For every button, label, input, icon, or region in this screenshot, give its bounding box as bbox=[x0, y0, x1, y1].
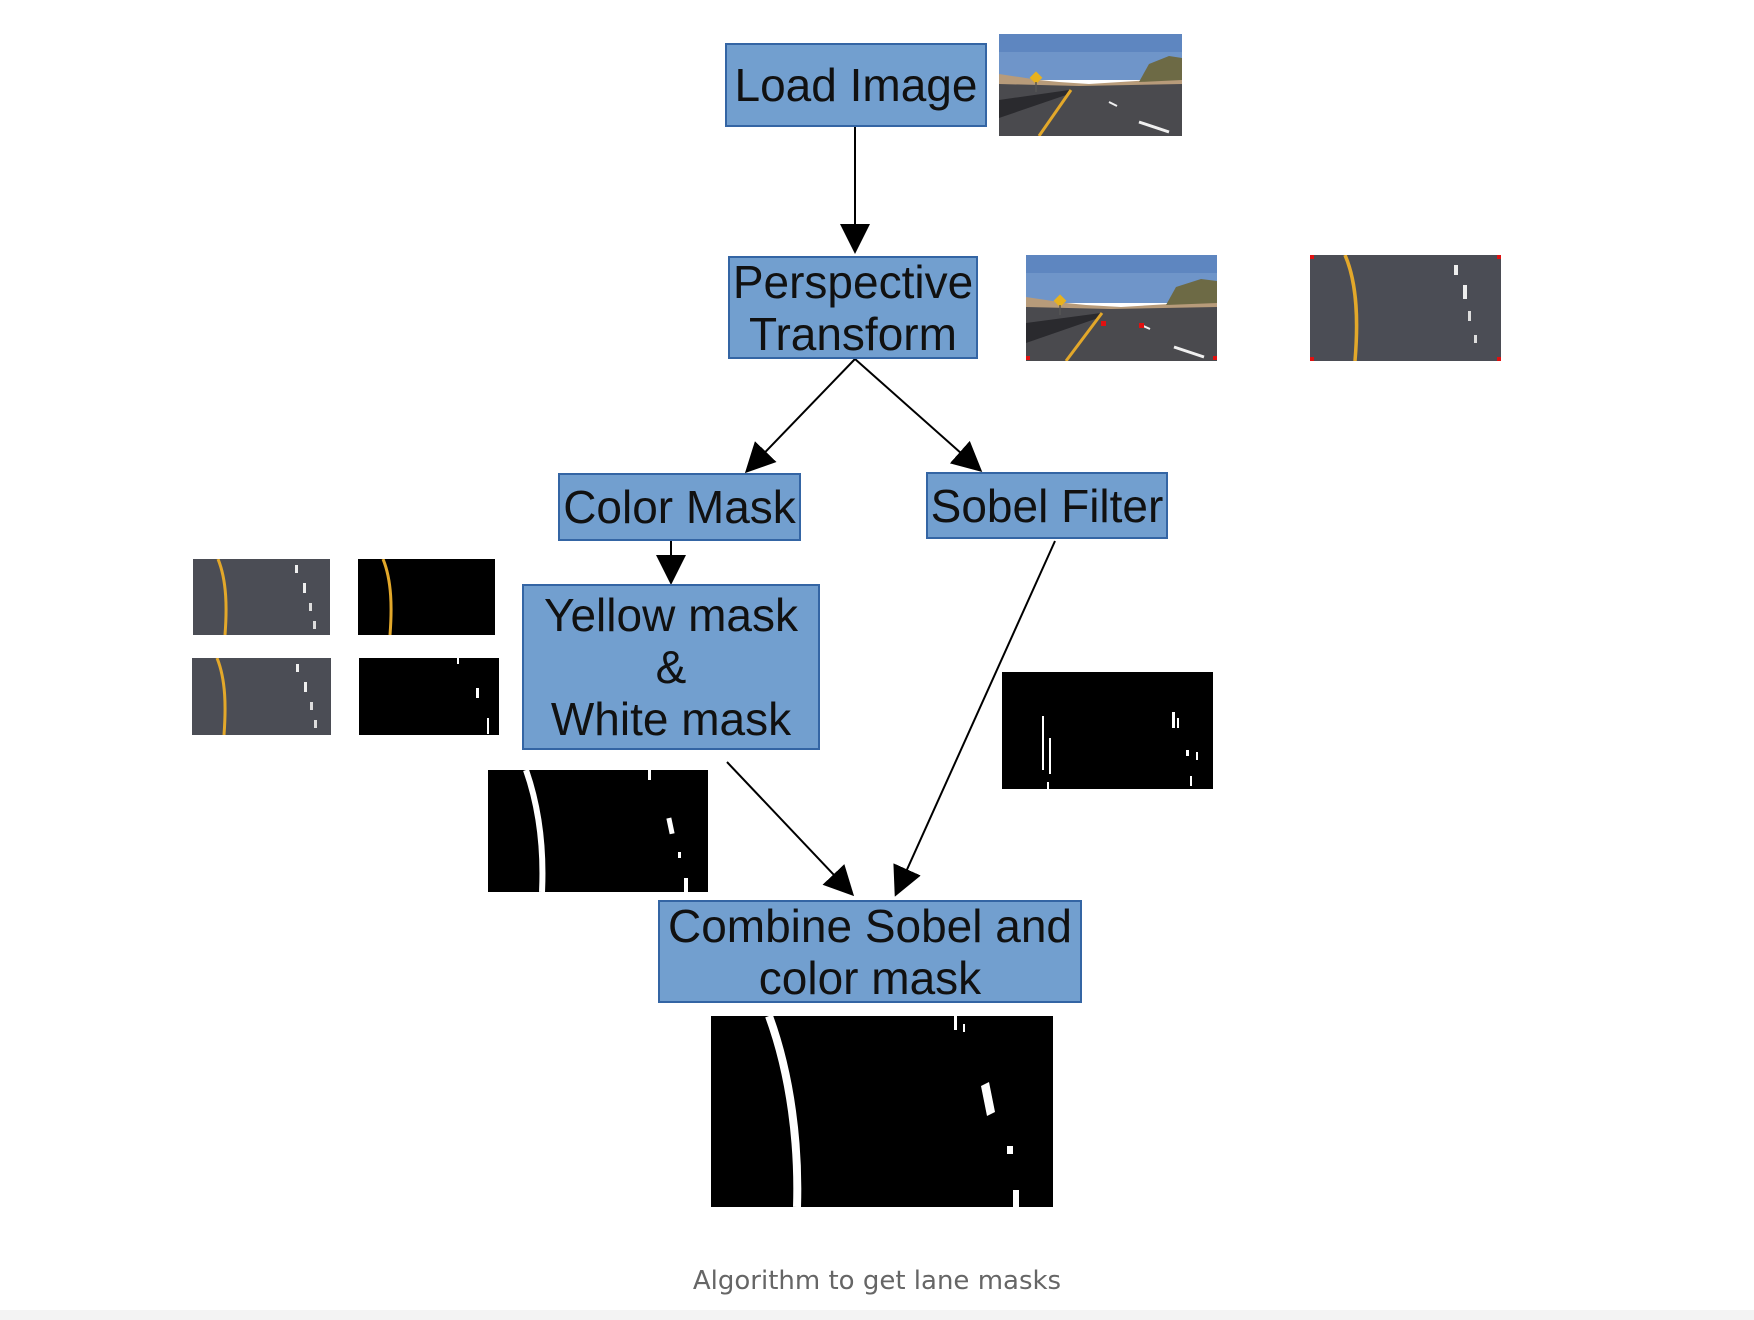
node-perspective-transform: Perspective Transform bbox=[728, 255, 978, 360]
node-yellow-white-line-1: Yellow mask bbox=[544, 589, 798, 641]
node-color-mask-label: Color Mask bbox=[563, 481, 796, 533]
page-bottom-bar bbox=[0, 1310, 1754, 1320]
arrow-yellow-white-to-combine bbox=[726, 761, 855, 897]
yellow-mask-output bbox=[358, 559, 495, 635]
sobel-filter-output bbox=[1002, 672, 1213, 789]
combined-mask-output bbox=[711, 1016, 1053, 1207]
road-image-source-points bbox=[1026, 255, 1217, 361]
road-image-warped bbox=[1310, 255, 1501, 361]
figure-caption: Algorithm to get lane masks bbox=[692, 1266, 1062, 1296]
color-mask-combined-output bbox=[488, 770, 708, 892]
node-sobel-filter: Sobel Filter bbox=[926, 472, 1168, 539]
node-combine-line-2: color mask bbox=[758, 951, 982, 1004]
arrow-perspective-to-color-mask bbox=[744, 358, 856, 474]
node-combine-sobel-color: Combine Sobel and color mask bbox=[658, 899, 1082, 1004]
arrow-sobel-to-combine bbox=[893, 540, 1056, 897]
node-sobel-filter-label: Sobel Filter bbox=[930, 479, 1164, 532]
white-mask-output bbox=[359, 658, 499, 735]
warped-thumb-yellow-input bbox=[193, 559, 330, 635]
node-load-image-label: Load Image bbox=[734, 59, 978, 111]
node-yellow-white-line-2: & bbox=[655, 641, 687, 693]
node-color-mask: Color Mask bbox=[558, 473, 801, 541]
node-perspective-line-1: Perspective bbox=[732, 255, 974, 308]
node-combine-line-1: Combine Sobel and bbox=[667, 899, 1073, 952]
node-load-image: Load Image bbox=[725, 43, 987, 127]
road-image-original bbox=[999, 34, 1182, 136]
warped-thumb-white-input bbox=[192, 658, 331, 735]
node-yellow-white-mask: Yellow mask & White mask bbox=[522, 584, 820, 750]
node-yellow-white-line-3: White mask bbox=[550, 693, 792, 745]
arrow-perspective-to-sobel bbox=[854, 358, 983, 472]
node-perspective-line-2: Transform bbox=[749, 307, 957, 360]
